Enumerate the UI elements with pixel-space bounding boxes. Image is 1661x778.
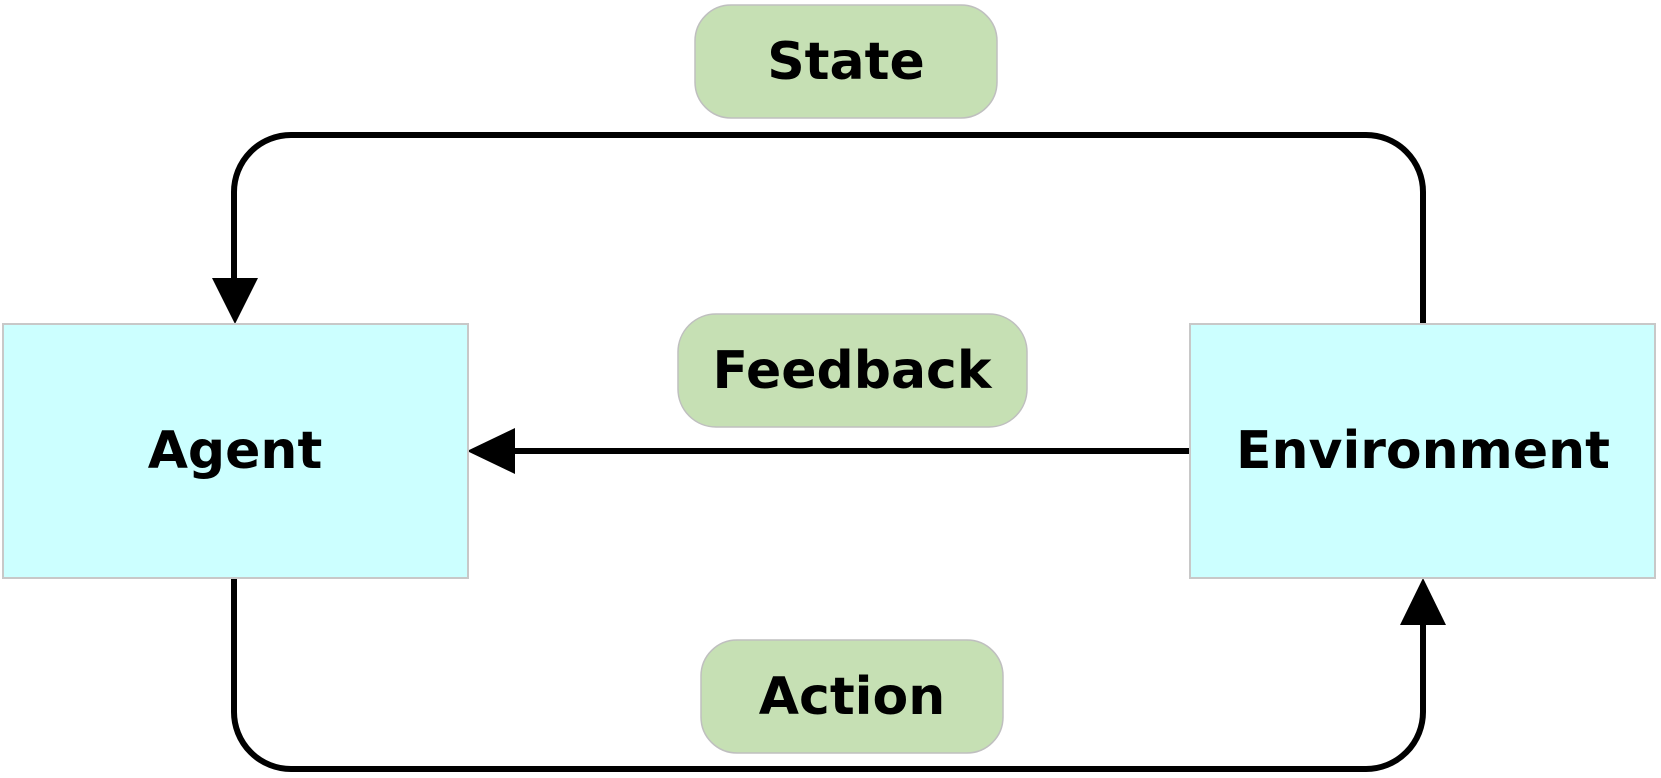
state-connector [231, 132, 1426, 327]
agent-label: Agent [148, 421, 323, 481]
action-label-box [700, 639, 1004, 754]
action-label: Action [759, 667, 946, 727]
action-connector [231, 575, 1426, 772]
state-arrowhead [212, 278, 258, 324]
environment-label: Environment [1236, 421, 1610, 481]
action-arrowhead [1400, 578, 1446, 625]
state-label: State [767, 32, 925, 92]
environment-node [1189, 323, 1656, 579]
feedback-label-box [677, 313, 1028, 428]
agent-node [2, 323, 469, 579]
feedback-arrowhead [467, 428, 515, 474]
feedback-label: Feedback [713, 341, 993, 401]
state-label-box [694, 4, 998, 119]
